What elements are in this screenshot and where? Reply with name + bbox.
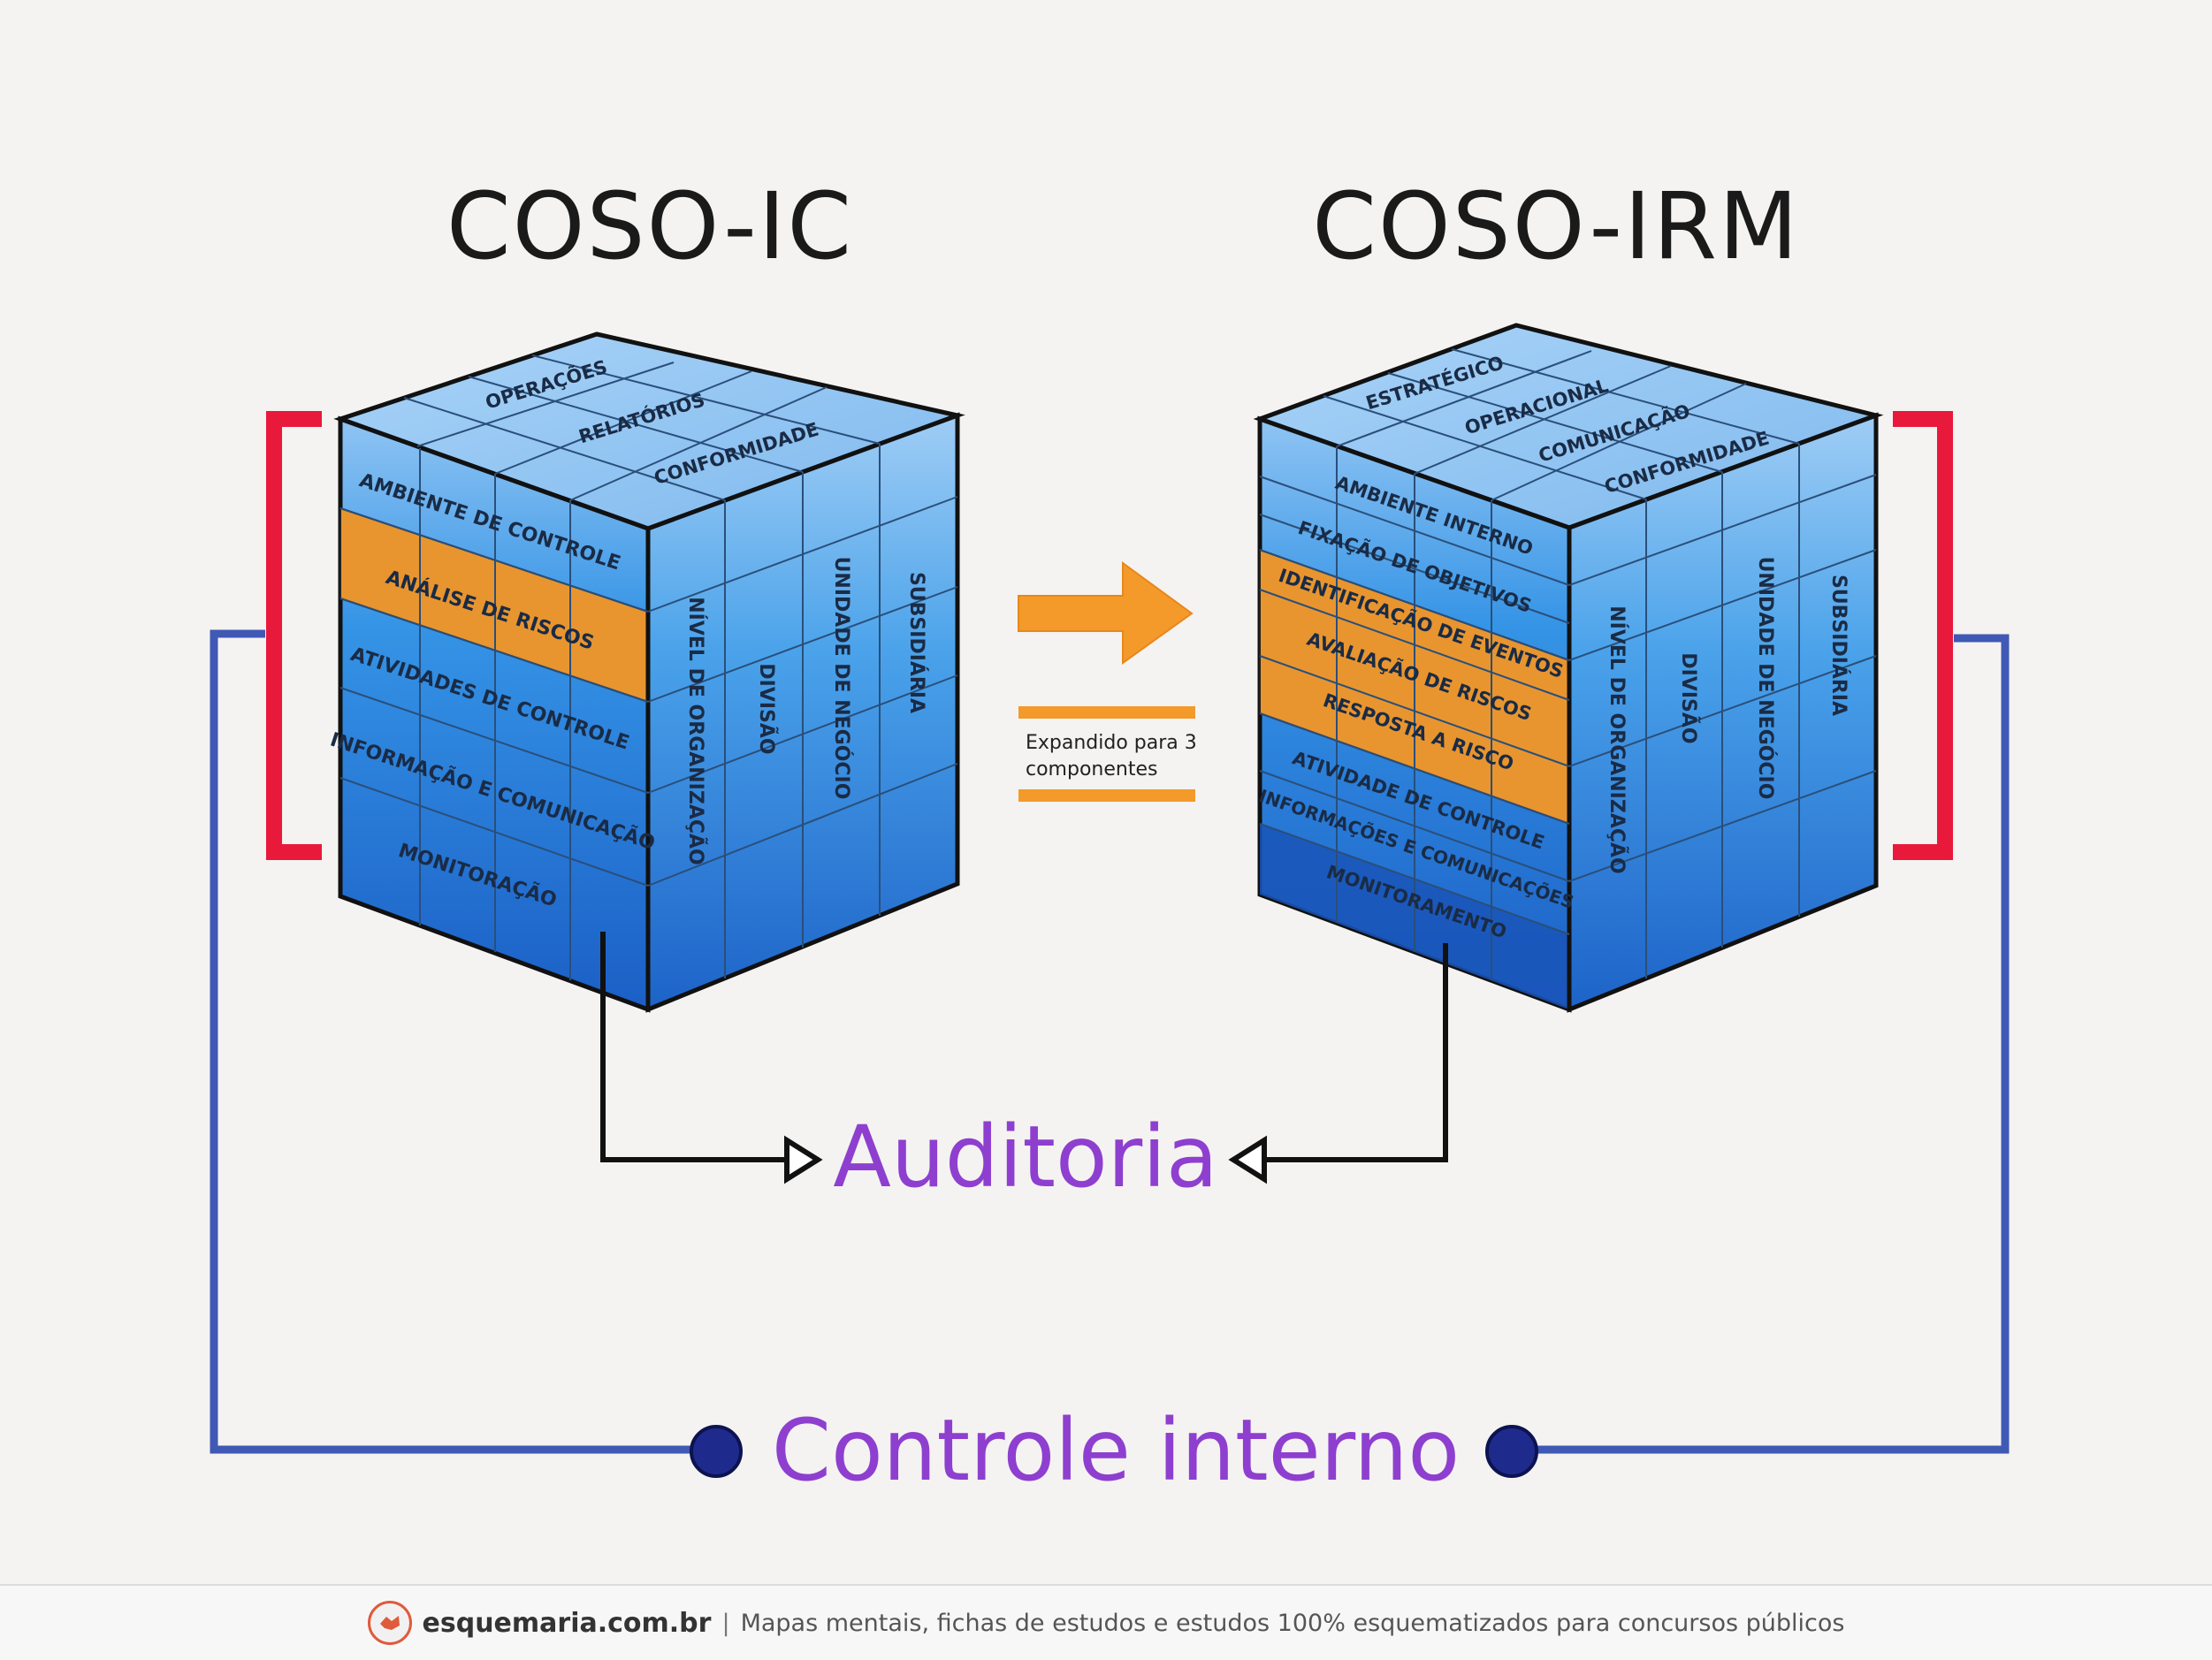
expand-arrow bbox=[1018, 561, 1194, 665]
coso-irm-cube: ESTRATÉGICO OPERACIONAL COMUNICAÇÃO CONF… bbox=[1253, 323, 1884, 1013]
coso-irm-side-label-divisao: DIVISÃO bbox=[1677, 652, 1700, 743]
left-red-bracket bbox=[266, 411, 322, 860]
left-audit-connector bbox=[600, 932, 787, 1162]
note-line-1: Expandido para 3 bbox=[1026, 732, 1197, 754]
right-red-bracket bbox=[1893, 411, 1953, 860]
footer-brand: esquemaria.com.br bbox=[422, 1607, 712, 1639]
footer-tagline: Mapas mentais, fichas de estudos e estud… bbox=[740, 1609, 1845, 1637]
coso-ic-title: COSO-IC bbox=[446, 172, 853, 280]
esquemaria-logo-icon bbox=[367, 1601, 412, 1645]
coso-ic-side-label-nivel: NÍVEL DE ORGANIZAÇÃO bbox=[684, 597, 707, 864]
coso-ic-side-label-divisao: DIVISÃO bbox=[755, 663, 778, 754]
note-line-2: componentes bbox=[1026, 758, 1157, 781]
left-audit-arrowhead bbox=[784, 1135, 823, 1184]
coso-ic-side-label-subsidiaria: SUBSIDIÁRIA bbox=[905, 572, 928, 713]
left-navy-connector bbox=[210, 629, 707, 1454]
note-top-bar bbox=[1018, 706, 1195, 719]
controle-interno-label: Controle interno bbox=[772, 1401, 1460, 1500]
coso-irm-title: COSO-IRM bbox=[1312, 172, 1799, 280]
coso-ic-cube: OPERAÇÕES RELATÓRIOS CONFORMIDADE AMBIEN… bbox=[327, 331, 965, 1013]
footer: esquemaria.com.br | Mapas mentais, ficha… bbox=[0, 1584, 2212, 1660]
coso-irm-side-label-nivel: NÍVEL DE ORGANIZAÇÃO bbox=[1606, 605, 1628, 873]
right-navy-connector bbox=[1503, 634, 2010, 1454]
right-audit-connector bbox=[1264, 943, 1448, 1162]
coso-ic-side-label-unidade: UNIDADE DE NEGÓCIO bbox=[830, 557, 853, 800]
note-bottom-bar bbox=[1018, 789, 1195, 802]
right-node bbox=[1485, 1425, 1538, 1478]
right-audit-arrowhead bbox=[1228, 1135, 1267, 1184]
left-node bbox=[690, 1425, 743, 1478]
coso-irm-side-label-subsidiaria: SUBSIDIÁRIA bbox=[1827, 575, 1850, 716]
footer-separator: | bbox=[721, 1609, 730, 1637]
coso-irm-side-label-unidade: UNIDADE DE NEGÓCIO bbox=[1754, 557, 1777, 800]
auditoria-label: Auditoria bbox=[833, 1108, 1217, 1207]
